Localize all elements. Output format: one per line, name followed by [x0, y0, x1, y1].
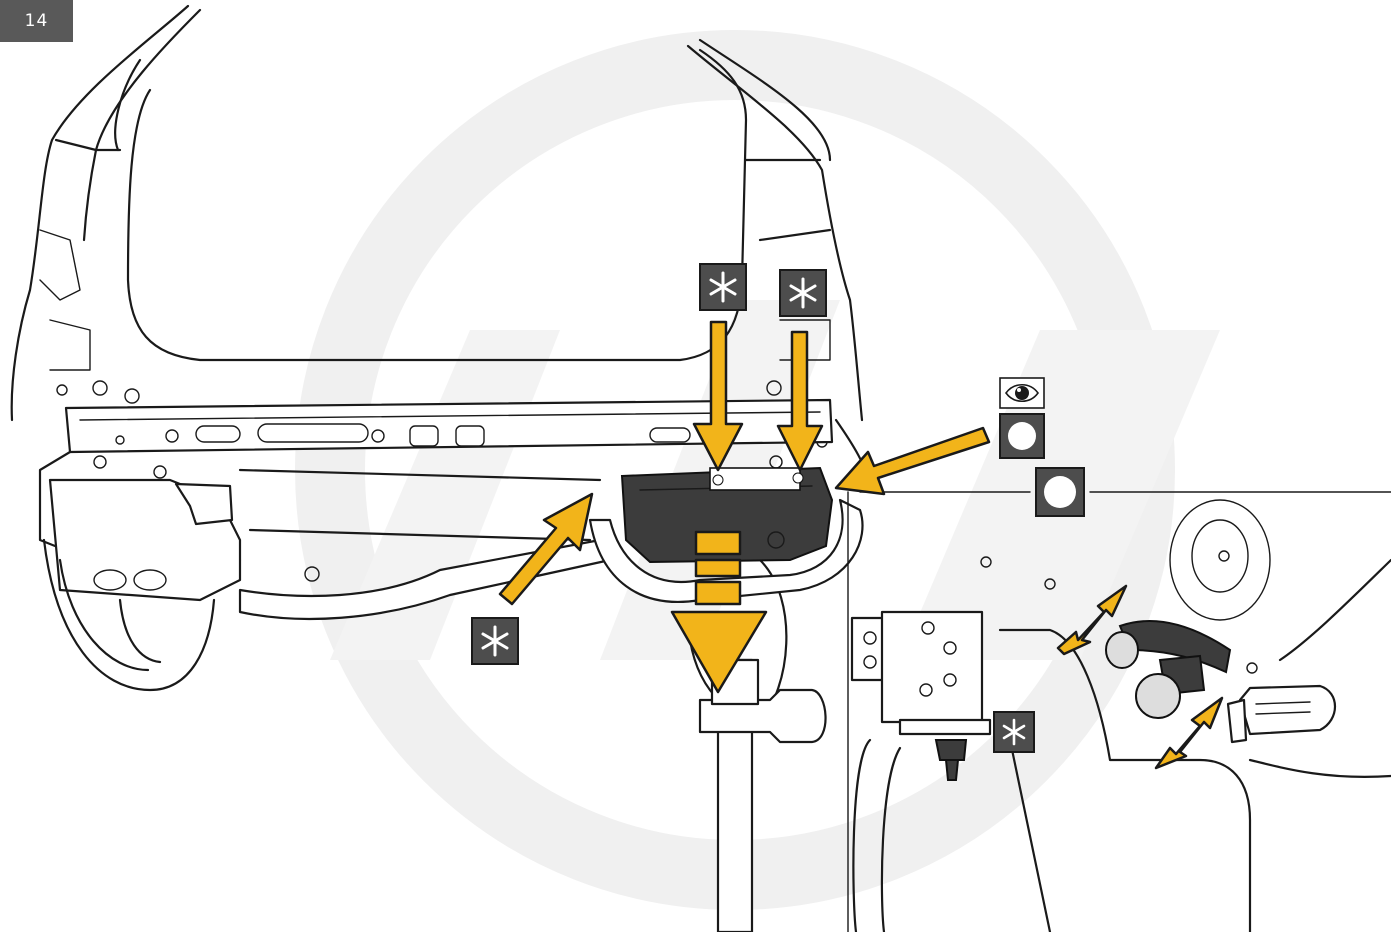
- asterisk-icon: [481, 625, 509, 657]
- circle-marker-2: [1035, 467, 1085, 517]
- arrow-left-diagonal: [834, 426, 991, 496]
- detail-inset: [847, 491, 1391, 932]
- big-down-arrow: [670, 530, 768, 694]
- step-number-badge: 14: [0, 0, 73, 42]
- circle-marker-1: [999, 413, 1045, 459]
- asterisk-marker-4: [993, 711, 1035, 753]
- asterisk-icon: [789, 277, 817, 309]
- asterisk-icon: [709, 271, 737, 303]
- asterisk-marker-1: [699, 263, 747, 311]
- double-arrow-icon: [1154, 696, 1224, 770]
- vehicle-rear-body: [10, 4, 872, 722]
- double-arrow-icon: [1056, 584, 1128, 656]
- circle-icon: [1008, 422, 1036, 450]
- asterisk-icon: [1002, 718, 1026, 746]
- eye-icon: [999, 377, 1045, 409]
- circle-icon: [1044, 476, 1076, 508]
- arrow-up-diagonal: [498, 492, 594, 606]
- yellow-arrows: [498, 320, 1224, 770]
- asterisk-marker-2: [779, 269, 827, 317]
- arrow-down-1: [692, 320, 744, 472]
- asterisk-marker-3: [471, 617, 519, 665]
- support-stand: [698, 658, 827, 932]
- arrow-down-2: [776, 330, 824, 472]
